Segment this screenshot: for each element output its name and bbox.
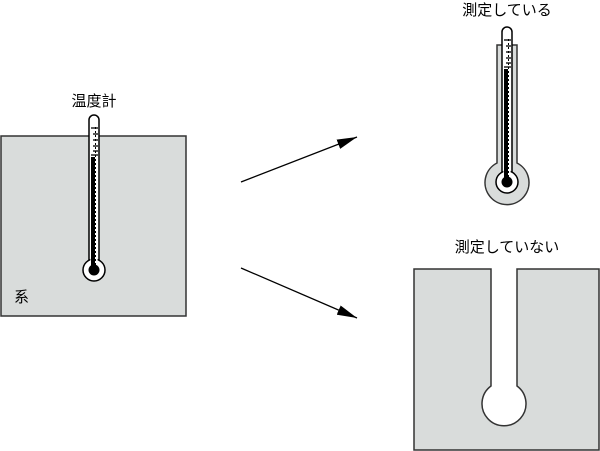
- arrow-to-measuring: [240, 136, 358, 183]
- system-label: 系: [14, 288, 29, 306]
- thermometer-label: 温度計: [71, 92, 116, 110]
- arrow-to-not-measuring: [240, 267, 358, 319]
- system-with-cavity: [413, 268, 600, 451]
- not-measuring-label: 測定していない: [455, 238, 560, 256]
- measuring-label: 測定している: [462, 1, 552, 19]
